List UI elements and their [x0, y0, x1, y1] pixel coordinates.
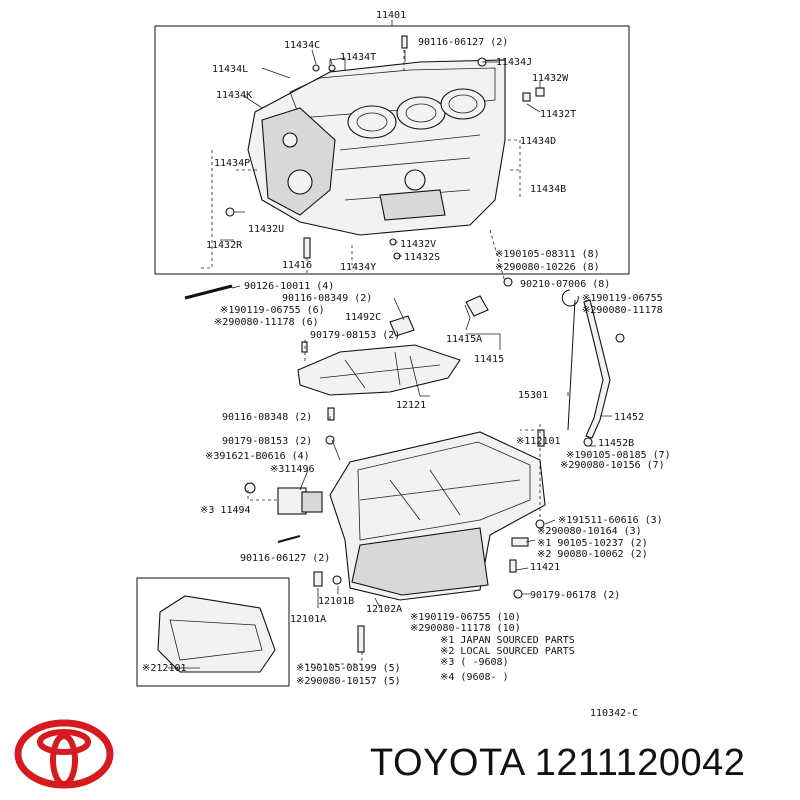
label-11434c: 11434C	[284, 40, 320, 51]
label-12121: 12121	[396, 400, 426, 411]
label-190105-08199: ※190105-08199 (5)	[296, 663, 401, 674]
note-before-9608: ※3 ( -9608)	[440, 657, 509, 668]
label-190119-06755-b: ※190119-06755 (6)	[220, 305, 325, 316]
label-190105-08311: ※190105-08311 (8)	[495, 249, 600, 260]
label-11452: 11452	[614, 412, 644, 423]
note-japan-sourced: ※1 JAPAN SOURCED PARTS	[440, 635, 575, 646]
label-90116-08348: 90116-08348 (2)	[222, 412, 312, 423]
label-90179-08153-b: 90179-08153 (2)	[222, 436, 312, 447]
label-11434k: 11434K	[216, 90, 252, 101]
label-11415: 11415	[474, 354, 504, 365]
label-11401: 11401	[376, 10, 406, 21]
note-local-sourced: ※2 LOCAL SOURCED PARTS	[440, 646, 575, 657]
part-labels: 11401 11434C 90116-06127 (2) 11434L 1143…	[142, 10, 671, 687]
label-290080-11178-b: ※290080-11178 (6)	[214, 317, 319, 328]
note-after-9608: ※4 (9608- )	[440, 672, 509, 683]
label-11434p: 11434P	[214, 158, 250, 169]
label-90105-10237: ※1 90105-10237 (2)	[537, 538, 648, 549]
label-391621-b0616: ※391621-B0616 (4)	[205, 451, 310, 462]
label-90210-07006: 90210-07006 (8)	[520, 279, 610, 290]
label-90080-10062: ※2 90080-10062 (2)	[537, 549, 648, 560]
label-11432r: 11432R	[206, 240, 243, 251]
label-11494: ※3 11494	[200, 505, 251, 516]
label-190119-06755-a: ※190119-06755	[582, 293, 663, 304]
label-90179-06178: 90179-06178 (2)	[530, 590, 620, 601]
label-212101: ※212101	[142, 663, 187, 674]
oil-pump-bracket-drawing	[389, 315, 415, 337]
label-12102a: 12102A	[366, 604, 402, 615]
label-11452b: 11452B	[598, 438, 634, 449]
label-11434l: 11434L	[212, 64, 248, 75]
label-11434y: 11434Y	[340, 262, 376, 273]
oil-baffle-plate-drawing	[297, 344, 461, 396]
label-290080-10157: ※290080-10157 (5)	[296, 676, 401, 687]
cylinder-bore-2	[396, 96, 446, 130]
brand-part-number-line: TOYOTA 1211120042	[370, 742, 745, 785]
oil-pan-drawing	[329, 431, 546, 601]
label-11416: 11416	[282, 260, 312, 271]
label-11432w: 11432W	[532, 73, 569, 84]
toyota-logo	[14, 719, 114, 789]
label-15301: 15301	[518, 390, 548, 401]
label-290080-10226: ※290080-10226 (8)	[495, 262, 600, 273]
label-12101: ※112101	[516, 436, 561, 447]
inset-oil-pan-drawing	[157, 595, 276, 673]
label-11434j: 11434J	[496, 57, 532, 68]
label-11434b: 11434B	[530, 184, 566, 195]
label-90116-08349: 90116-08349 (2)	[282, 293, 372, 304]
cylinder-block-drawing	[247, 50, 506, 236]
notes-legend: ※1 JAPAN SOURCED PARTS ※2 LOCAL SOURCED …	[440, 635, 575, 683]
label-11432u: 11432U	[248, 224, 284, 235]
label-11432s: 11432S	[404, 252, 440, 263]
label-12101a: 12101A	[290, 614, 326, 625]
label-290080-11178-c: ※290080-11178 (10)	[410, 623, 521, 634]
label-190119-06755-c: ※190119-06755 (10)	[410, 612, 521, 623]
cylinder-bore-3	[440, 88, 486, 120]
oil-level-gauge-guide-drawing	[583, 299, 611, 439]
label-11421: 11421	[530, 562, 560, 573]
label-190105-08185: ※190105-08185 (7)	[566, 450, 671, 461]
diagram-code: 110342-C	[590, 708, 638, 719]
label-290080-10156: ※290080-10156 (7)	[560, 460, 665, 471]
oil-level-gauge-drawing	[561, 289, 579, 431]
label-90116-06127-b: 90116-06127 (2)	[240, 553, 330, 564]
label-290080-11178-a: ※290080-11178	[582, 305, 663, 316]
label-191511-60616: ※191511-60616 (3)	[558, 515, 663, 526]
label-90179-08153-a: 90179-08153 (2)	[310, 330, 400, 341]
label-290080-10164: ※290080-10164 (3)	[537, 526, 642, 537]
label-90126-10011: 90126-10011 (4)	[244, 281, 334, 292]
oil-seal-drawing	[465, 295, 489, 317]
oil-pan-inset-frame	[136, 577, 290, 687]
fastener-drawings	[225, 35, 625, 653]
label-11432t: 11432T	[540, 109, 576, 120]
part-number: 1211120042	[534, 742, 746, 784]
leader-lines	[168, 20, 612, 669]
label-11434d: 11434D	[520, 136, 556, 147]
label-11415a: 11415A	[446, 334, 482, 345]
label-90116-06127-a: 90116-06127 (2)	[418, 37, 508, 48]
label-311496: ※311496	[270, 464, 315, 475]
label-12101b: 12101B	[318, 596, 354, 607]
label-11492c: 11492C	[345, 312, 381, 323]
label-11432v: 11432V	[400, 239, 436, 250]
label-11434t: 11434T	[340, 52, 376, 63]
cylinder-bore-1	[347, 105, 397, 139]
brand-name: TOYOTA	[370, 742, 524, 784]
